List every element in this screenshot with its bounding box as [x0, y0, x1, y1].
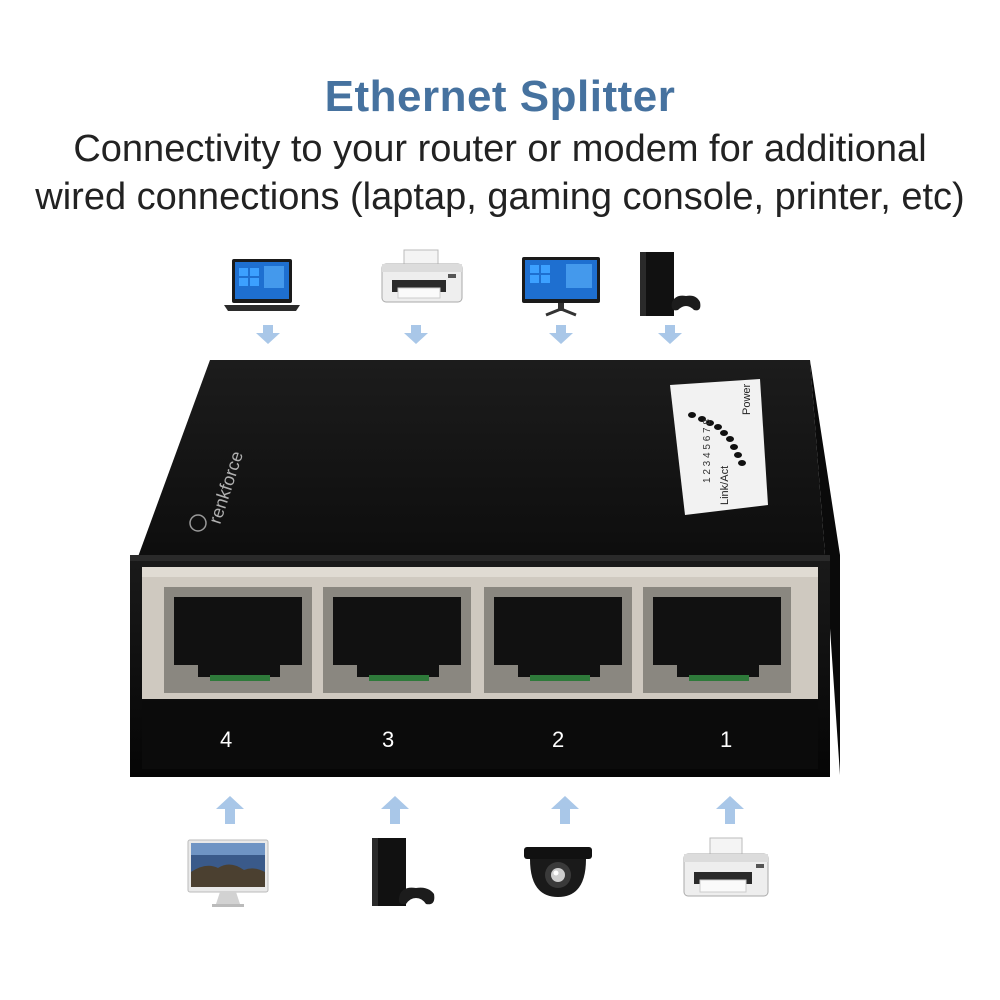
ethernet-port-4[interactable]: [164, 587, 312, 693]
port-label-3: 3: [382, 727, 394, 752]
arrow-down-icon: [404, 325, 428, 344]
printer-icon: [381, 249, 463, 303]
ethernet-port-3[interactable]: [323, 587, 471, 693]
game-console-icon: [372, 838, 435, 906]
ethernet-switch: 1 2 3 4 5 6 7 8 Link/Act Power renkforce…: [130, 360, 840, 777]
arrow-up-icon: [551, 796, 579, 824]
ethernet-port-1[interactable]: [643, 587, 791, 693]
port-label-1: 1: [720, 727, 732, 752]
imac-icon: [187, 839, 269, 907]
printer-icon: [683, 837, 769, 897]
ethernet-port-2[interactable]: [484, 587, 632, 693]
security-camera-icon: [524, 847, 592, 897]
arrow-up-icon: [716, 796, 744, 824]
monitor-icon: [522, 257, 600, 317]
led-label: Link/Act: [719, 466, 731, 505]
subtitle-line-2: wired connections (laptap, gaming consol…: [35, 176, 965, 218]
game-console-icon: [640, 252, 701, 316]
port-label-2: 2: [552, 727, 564, 752]
arrow-down-icon: [658, 325, 682, 344]
subtitle-line-1: Connectivity to your router or modem for…: [73, 128, 927, 170]
power-label: Power: [741, 383, 753, 415]
laptop-icon: [224, 259, 300, 311]
page-title: Ethernet Splitter: [324, 72, 676, 121]
port-label-4: 4: [220, 727, 232, 752]
arrow-up-icon: [381, 796, 409, 824]
arrow-down-icon: [256, 325, 280, 344]
arrow-up-icon: [216, 796, 244, 824]
arrow-down-icon: [549, 325, 573, 344]
led-numbers: 1 2 3 4 5 6 7 8: [702, 419, 713, 483]
